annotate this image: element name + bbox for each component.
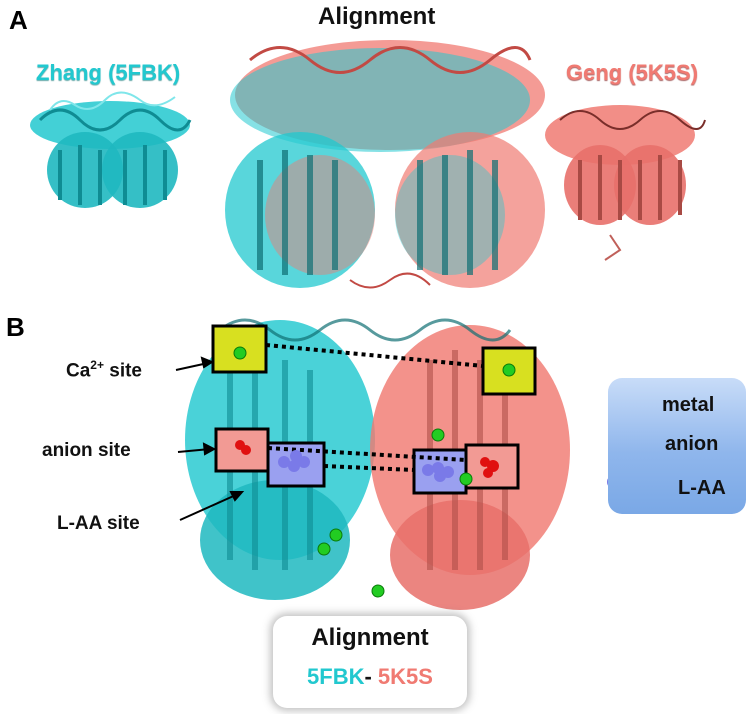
zhang-structure xyxy=(30,91,192,208)
legend-laa-label: L-AA xyxy=(678,477,726,499)
site-connectors xyxy=(265,343,484,472)
legend-metal-label: metal xyxy=(662,394,715,416)
alignment-structure xyxy=(225,40,545,289)
id-separator: - xyxy=(364,664,372,689)
alignment-box-title: Alignment xyxy=(311,624,429,651)
alignment-box xyxy=(273,616,467,708)
ca-site-label: Ca2+ site xyxy=(66,358,143,382)
id-5fbk: 5FBK xyxy=(307,664,365,689)
metal-spheres xyxy=(233,346,516,598)
site-arrows xyxy=(175,356,245,521)
geng-structure xyxy=(545,105,706,261)
panel-a-letter: A xyxy=(9,5,28,35)
panel-a-title: Alignment xyxy=(318,3,436,30)
id-5k5s: 5K5S xyxy=(377,664,433,689)
legend-box xyxy=(608,378,746,514)
legend-anion-label: anion xyxy=(665,433,719,455)
laa-site-label: L-AA site xyxy=(57,513,140,534)
alignment-box-ids: 5FBK- 5K5S xyxy=(273,664,467,690)
panel-b-letter: B xyxy=(6,312,25,342)
zhang-label: Zhang (5FBK) xyxy=(36,60,181,85)
laa-spheres xyxy=(278,450,454,482)
anion-site-label: anion site xyxy=(42,440,131,461)
anion-spheres xyxy=(235,440,499,478)
geng-label: Geng (5K5S) xyxy=(566,60,699,85)
